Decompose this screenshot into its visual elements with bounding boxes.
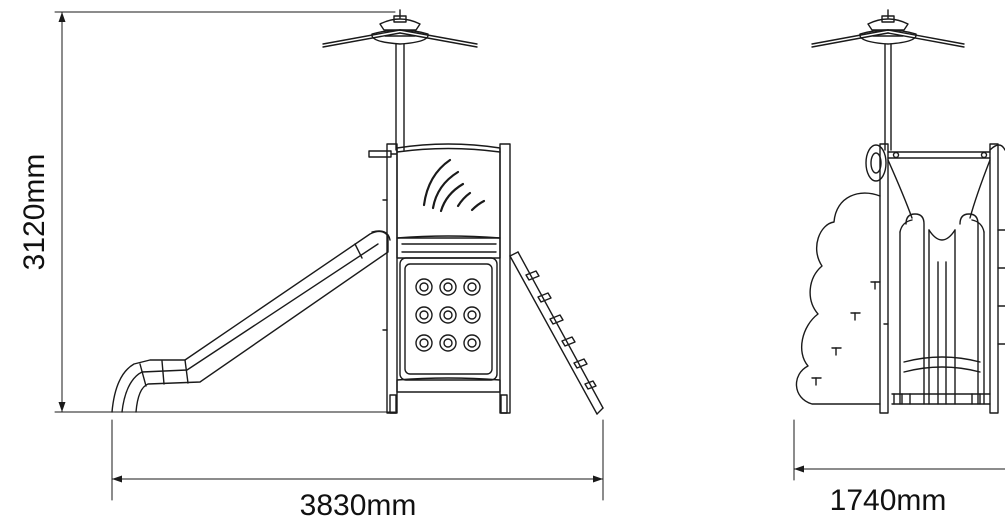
height-dimension-line	[54, 11, 396, 413]
climbing-panel	[399, 257, 498, 381]
front-tower-posts	[879, 143, 1005, 414]
side-width-dimension-label: 3830mm	[300, 489, 417, 521]
climbing-holds	[415, 278, 481, 352]
ladder	[509, 251, 604, 415]
front-roof-canopy	[811, 9, 965, 48]
front-view	[793, 9, 1005, 481]
lower-band	[396, 377, 501, 393]
central-pole	[395, 43, 405, 151]
panel-handles	[811, 281, 889, 386]
front-width-dimension-line	[793, 419, 1005, 481]
front-slide	[891, 213, 991, 405]
tower-posts	[382, 143, 511, 414]
cloud-side-panel	[795, 192, 889, 405]
panel-slash-decoration	[422, 158, 486, 213]
front-width-dimension-label: 1740mm	[830, 484, 947, 517]
front-right-edge-details	[997, 229, 1005, 345]
width-dimension-line	[111, 419, 604, 501]
side-wheel	[865, 144, 887, 182]
height-dimension-label: 3120mm	[18, 154, 51, 271]
slide	[111, 230, 391, 413]
roof-canopy	[322, 9, 478, 48]
upper-panel	[396, 143, 501, 239]
ladder-steps	[525, 270, 597, 390]
front-upper-panel	[887, 159, 991, 219]
deck-band	[396, 235, 501, 259]
front-central-pole	[884, 43, 892, 151]
handle-bar	[368, 150, 397, 158]
side-view	[54, 9, 604, 501]
